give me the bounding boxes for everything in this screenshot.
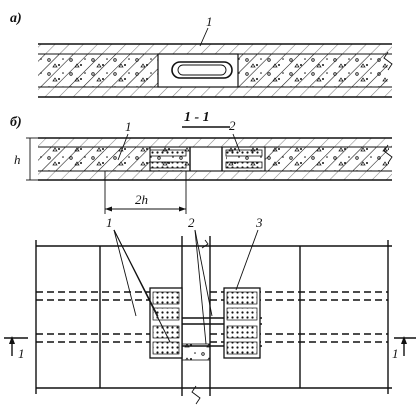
section-label: 1 - 1 [184,110,210,125]
section-mark-right: 1 [392,336,416,361]
plan-leader-1c [113,229,171,343]
section-mark-left-label: 1 [18,346,25,361]
panel-a: а) 1 [10,11,393,98]
section-mark-left: 1 [4,336,28,361]
dimension-2h: 2h [104,171,187,214]
section-mark-right-label: 1 [392,346,399,361]
panel-b-plate-right [225,149,263,157]
plan-leader-1a [113,229,137,317]
panel-b-slab [38,137,393,181]
plan-callout-3: 3 [255,215,263,230]
panel-a-slab [38,43,393,98]
panel-a-label: а) [10,11,22,26]
panel-b-callout-1: 1 [125,119,132,134]
panel-b-leader-2 [232,133,241,153]
panel-a-slot [171,61,233,79]
plan-view: 1 2 3 1 1 [4,215,416,405]
dimension-h-label: h [14,152,21,167]
panel-a-leader-1 [199,27,209,47]
panel-b-leader-1 [117,133,129,161]
plan-leader-2b [194,229,207,345]
dimension-2h-label: 2h [135,192,148,207]
plan-callout-2: 2 [188,215,195,230]
dimension-h: h [14,137,40,181]
panel-b-label: б) [10,115,22,130]
plan-plate-left [149,287,183,359]
plan-leader-2a [194,229,213,317]
panel-b: б) 1 - 1 [10,110,393,214]
panel-b-plate-left [149,149,187,157]
plan-leader-3 [235,229,259,291]
plan-callout-1: 1 [106,215,113,230]
panel-a-callout-1: 1 [206,14,213,29]
plan-plate-right [223,287,261,359]
panel-b-callout-2: 2 [229,118,236,133]
